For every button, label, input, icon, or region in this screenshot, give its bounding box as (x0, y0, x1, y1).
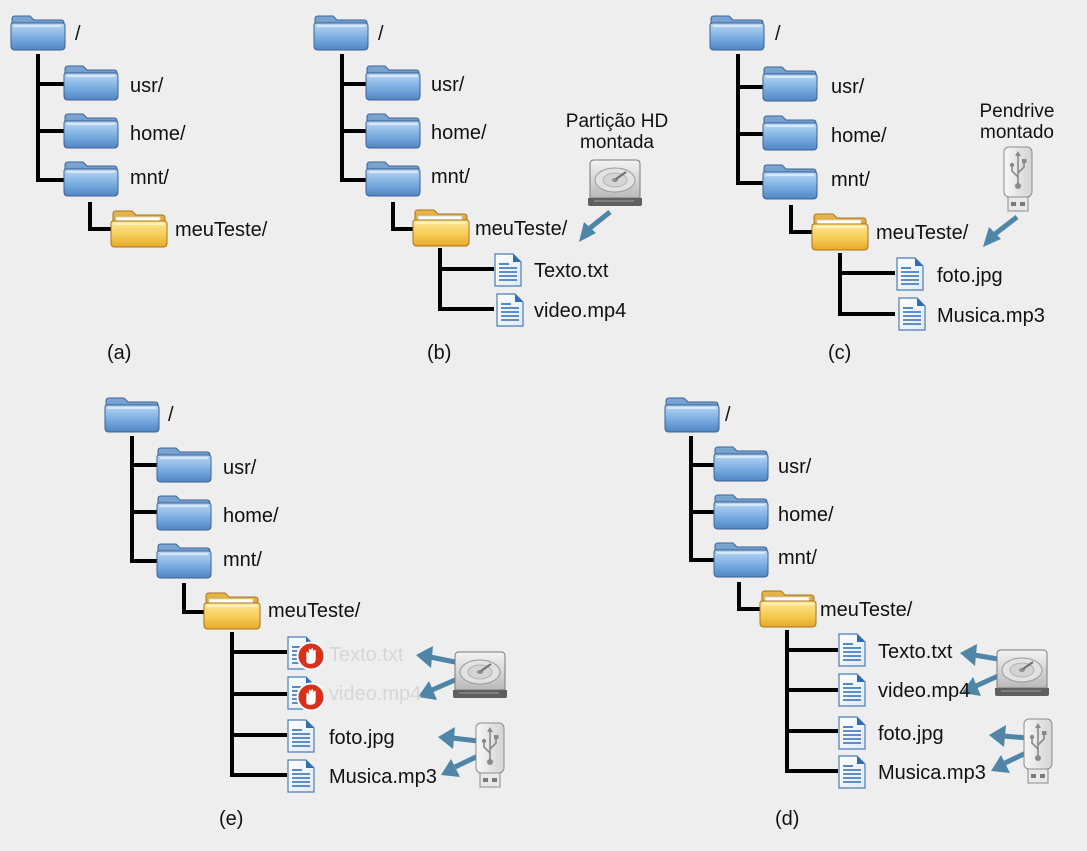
caption-e: (e) (219, 808, 244, 830)
caption-b: (b) (427, 342, 452, 364)
arrow-icon (993, 215, 1019, 236)
meuteste-label: meuTeste/ (820, 599, 913, 621)
file-label-hidden: Texto.txt (329, 644, 404, 666)
usr-label: usr/ (431, 74, 465, 96)
home-label: home/ (223, 505, 279, 527)
hard-drive-icon (993, 648, 1051, 703)
home-label: home/ (778, 504, 834, 526)
caption-d: (d) (775, 808, 800, 830)
mnt-label: mnt/ (778, 547, 817, 569)
folder-icon (713, 492, 769, 535)
root-label: / (75, 23, 81, 45)
meuteste-label: meuTeste/ (175, 219, 268, 241)
folder-icon (664, 395, 720, 438)
usr-label: usr/ (223, 457, 257, 479)
file-label: Musica.mp3 (878, 762, 986, 784)
caption-c: (c) (828, 342, 852, 364)
file-label: video.mp4 (534, 300, 627, 322)
mnt-label: mnt/ (431, 166, 470, 188)
root-label: / (378, 23, 384, 45)
file-label: Texto.txt (878, 641, 953, 663)
usb-drive-icon (1022, 717, 1054, 790)
document-icon (837, 633, 867, 672)
file-label: Texto.txt (534, 260, 609, 282)
meuteste-label: meuTeste/ (876, 222, 969, 244)
home-label: home/ (431, 122, 487, 144)
mnt-label: mnt/ (831, 169, 870, 191)
root-label: / (775, 23, 781, 45)
device-note: Partição HD montada (565, 111, 669, 153)
usr-label: usr/ (130, 75, 164, 97)
file-label: Musica.mp3 (937, 305, 1045, 327)
usr-label: usr/ (831, 76, 865, 98)
file-label: video.mp4 (878, 680, 971, 702)
file-label-hidden: video.mp4 (329, 683, 422, 705)
root-label: / (168, 404, 174, 426)
caption-a: (a) (107, 342, 132, 364)
device-note: Pendrive montado (979, 101, 1055, 143)
file-label: foto.jpg (937, 265, 1003, 287)
open-folder-icon (759, 588, 817, 633)
home-label: home/ (831, 125, 887, 147)
folder-icon (713, 444, 769, 487)
document-icon (837, 673, 867, 712)
file-label: foto.jpg (878, 723, 944, 745)
file-label: Musica.mp3 (329, 766, 437, 788)
folder-icon (713, 540, 769, 583)
document-icon (837, 755, 867, 794)
usr-label: usr/ (778, 456, 812, 478)
document-icon (837, 716, 867, 755)
root-label: / (725, 404, 731, 426)
arrow-icon (588, 210, 612, 230)
mnt-label: mnt/ (223, 549, 262, 571)
meuteste-label: meuTeste/ (268, 600, 361, 622)
home-label: home/ (130, 123, 186, 145)
mnt-label: mnt/ (130, 167, 169, 189)
file-label: foto.jpg (329, 727, 395, 749)
meuteste-label: meuTeste/ (475, 218, 568, 240)
